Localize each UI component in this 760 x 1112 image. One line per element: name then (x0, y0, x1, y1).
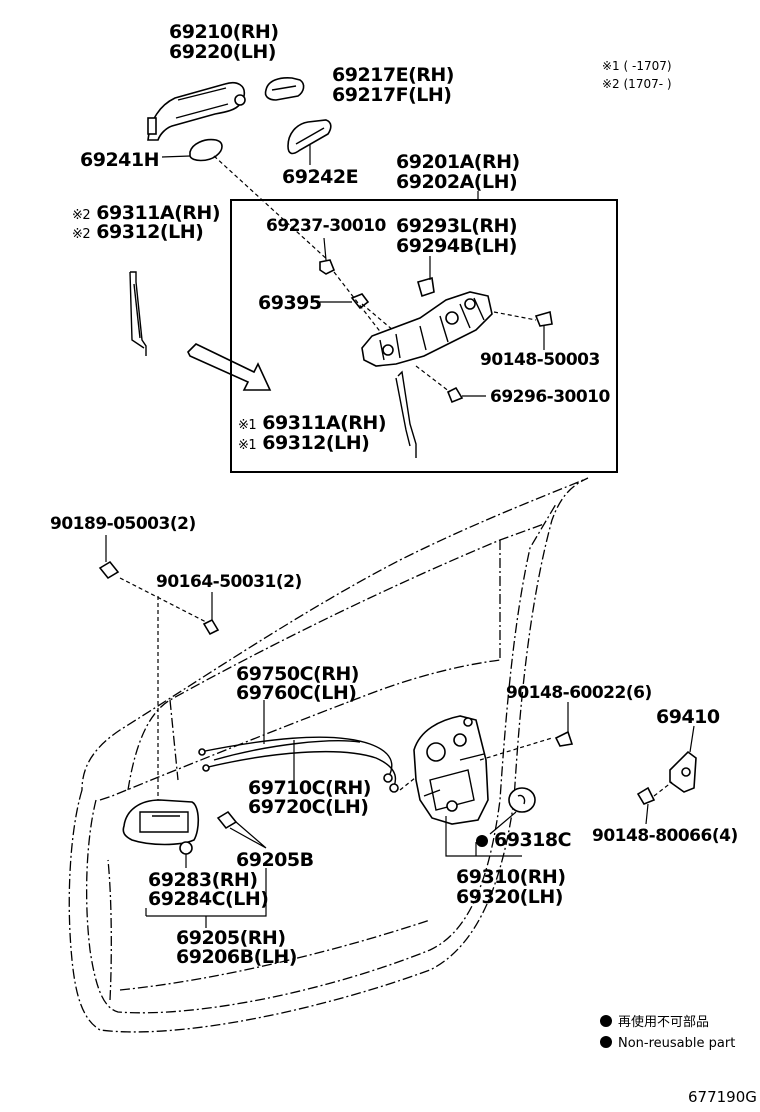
figure-code: 677190G (688, 1088, 757, 1106)
rod-top-rh: 69311A(RH) (96, 202, 221, 224)
label-handle-lh: 69220(LH) (169, 41, 276, 63)
note-1: ※1 ( -1707) (602, 59, 672, 73)
door-cables (198, 736, 399, 793)
label-seal: 69318C (476, 829, 572, 851)
rod-box-lh: 69312(LH) (262, 432, 370, 454)
handle-pad-lower (287, 119, 332, 155)
label-rod-top-rh: ※2 69311A(RH) (72, 202, 221, 226)
label-frame-lh: 69202A(LH) (396, 171, 518, 193)
screw-90164 (202, 618, 220, 636)
rod-top-mark-1: ※2 (72, 208, 91, 223)
label-clip-395: 69395 (258, 292, 322, 314)
handle-cover-upper (264, 77, 305, 101)
label-rod-box-lh: ※1 69312(LH) (238, 432, 370, 456)
label-rod-box-rh: ※1 69311A(RH) (238, 412, 387, 436)
label-inner-rh: 69205(RH) (176, 927, 286, 949)
label-inner-283: 69283(RH) (148, 869, 258, 891)
note-2: ※2 (1707- ) (602, 77, 672, 91)
clip-69395 (350, 293, 370, 310)
label-lock-rh: 69310(RH) (456, 866, 566, 888)
label-cable2-rh: 69710C(RH) (248, 777, 371, 799)
screw-60022 (554, 730, 574, 747)
inside-handle (122, 799, 200, 855)
rod-top-mark-2: ※2 (72, 227, 91, 242)
label-clip-237: 69237-30010 (266, 216, 386, 236)
label-screw-296: 69296-30010 (490, 387, 610, 407)
rod-box-mark-1: ※1 (238, 418, 257, 433)
legend-en: Non-reusable part (600, 1034, 735, 1054)
label-bolt-05003: 90189-05003(2) (50, 514, 196, 534)
label-bracket-rh: 69293L(RH) (396, 215, 518, 237)
handle-frame (361, 291, 493, 367)
label-cable-lh: 69760C(LH) (236, 682, 357, 704)
direction-arrow (187, 343, 272, 391)
bolt-90189 (98, 560, 120, 580)
striker-69410 (669, 750, 697, 793)
handle-gasket (189, 138, 223, 162)
screw-50003 (493, 310, 553, 327)
label-inner-284: 69284C(LH) (148, 888, 269, 910)
legend-jp-text: 再使用不可部品 (618, 1015, 710, 1030)
label-cover-e: 69217E(RH) (332, 64, 454, 86)
label-inner-lh: 69206B(LH) (176, 946, 297, 968)
label-cable2-lh: 69720C(LH) (248, 796, 369, 818)
non-reusable-dot (476, 835, 488, 847)
screw-69205b (216, 810, 238, 830)
seal-69318c (508, 787, 536, 813)
bracket-69293 (417, 276, 435, 298)
label-screw-50003: 90148-50003 (480, 350, 600, 370)
label-screw-50031: 90164-50031(2) (156, 572, 302, 592)
screw-80066 (636, 781, 673, 805)
outer-door-handle (147, 81, 246, 141)
screw-69296 (415, 365, 464, 404)
label-pad-242e: 69242E (282, 166, 359, 188)
legend-en-text: Non-reusable part (618, 1036, 736, 1051)
legend-dot-jp (600, 1015, 612, 1027)
label-cable-rh: 69750C(RH) (236, 663, 359, 685)
label-inner-205b: 69205B (236, 849, 314, 871)
rod-box-rh: 69311A(RH) (262, 412, 387, 434)
label-lock-lh: 69320(LH) (456, 886, 563, 908)
rod-box-mark-2: ※1 (238, 438, 257, 453)
seal-number: 69318C (494, 829, 572, 851)
label-frame-rh: 69201A(RH) (396, 151, 520, 173)
label-cover-f: 69217F(LH) (332, 84, 452, 106)
legend-dot-en (600, 1036, 612, 1048)
detail-box (230, 199, 618, 473)
label-screw-60022: 90148-60022(6) (506, 683, 652, 703)
label-pad-241h: 69241H (80, 149, 160, 171)
legend-jp: 再使用不可部品 (600, 1013, 709, 1033)
lock-rod-box (395, 370, 417, 458)
door-outline (68, 477, 589, 1033)
label-screw-80066: 90148-80066(4) (592, 826, 738, 846)
label-rod-top-lh: ※2 69312(LH) (72, 221, 204, 245)
label-striker: 69410 (656, 706, 720, 728)
lock-rod-upper (129, 271, 147, 356)
clip-69237 (319, 259, 336, 275)
door-lock-assembly (413, 715, 489, 825)
rod-top-lh: 69312(LH) (96, 221, 204, 243)
label-handle-rh: 69210(RH) (169, 21, 279, 43)
label-bracket-lh: 69294B(LH) (396, 235, 517, 257)
